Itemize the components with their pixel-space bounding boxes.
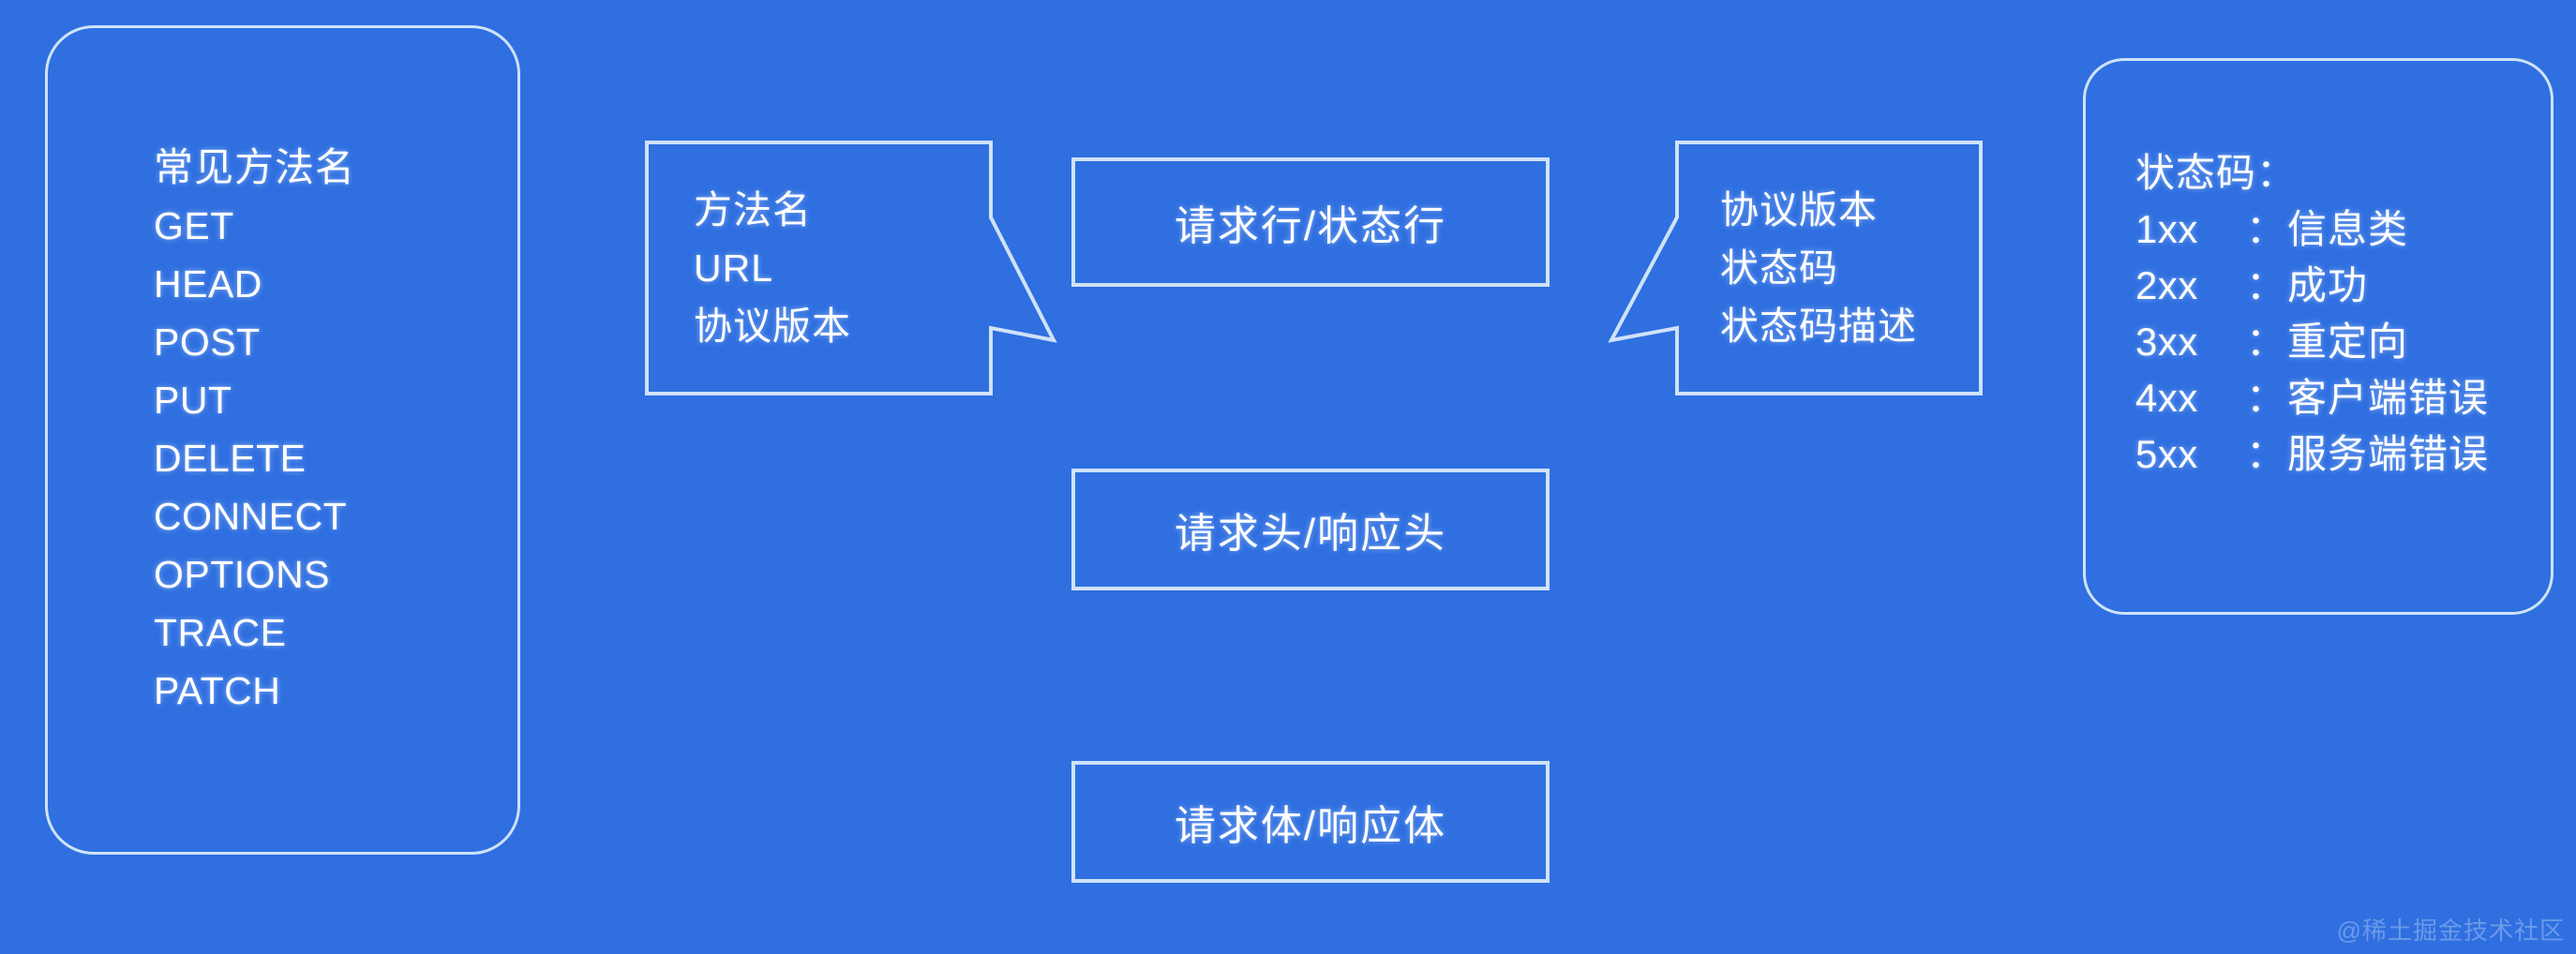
method-item-options: OPTIONS <box>154 553 331 596</box>
request-line-part-version: 协议版本 <box>694 305 851 348</box>
status-line-part-version: 协议版本 <box>1720 188 1878 231</box>
method-item-get: GET <box>154 204 234 247</box>
status-code-colon-1xx: ： <box>2246 207 2286 251</box>
status-code-value-1xx: 1xx <box>2135 207 2198 251</box>
method-item-trace: TRACE <box>154 611 287 654</box>
status-code-colon-5xx: ： <box>2246 432 2286 476</box>
status-code-row-1xx: 1xx ： 信息类 <box>2135 201 2548 258</box>
status-code-desc-5xx: 服务端错误 <box>2287 432 2490 476</box>
center-box-request-line-label: 请求行/状态行 <box>1174 203 1447 249</box>
method-item-patch: PATCH <box>154 669 281 712</box>
status-code-panel-body: 状态码： 1xx ： 信息类 2xx ： 成功 3xx ： 重定向 4xx ： … <box>2135 145 2548 483</box>
center-box-headers: 请求头/响应头 <box>1071 469 1550 590</box>
status-code-colon-3xx: ： <box>2246 320 2286 364</box>
status-code-desc-1xx: 信息类 <box>2287 207 2409 251</box>
method-item-post: POST <box>154 320 261 364</box>
status-code-desc-2xx: 成功 <box>2287 263 2369 307</box>
request-line-callout-text: 方法名 URL 协议版本 <box>694 152 994 384</box>
center-box-body: 请求体/响应体 <box>1071 761 1550 883</box>
status-code-row-4xx: 4xx ： 客户端错误 <box>2135 370 2548 426</box>
status-code-panel <box>2083 58 2554 615</box>
status-code-value-3xx: 3xx <box>2135 320 2198 364</box>
request-line-callout: 方法名 URL 协议版本 <box>645 141 1057 395</box>
method-item-head: HEAD <box>154 262 262 306</box>
status-line-part-code-desc: 状态码描述 <box>1720 305 1917 348</box>
status-code-desc-3xx: 重定向 <box>2287 320 2409 364</box>
status-code-colon-4xx: ： <box>2246 376 2286 420</box>
methods-panel-heading: 常见方法名 <box>154 145 356 189</box>
status-code-value-2xx: 2xx <box>2135 263 2198 307</box>
request-line-part-method: 方法名 <box>694 188 812 231</box>
methods-panel-body: 常见方法名 GET HEAD POST PUT DELETE CONNECT O… <box>154 139 529 720</box>
status-line-callout-outline <box>1608 141 1983 395</box>
method-item-put: PUT <box>154 379 232 422</box>
status-code-row-5xx: 5xx ： 服务端错误 <box>2135 426 2548 483</box>
method-item-connect: CONNECT <box>154 495 348 538</box>
center-box-request-line: 请求行/状态行 <box>1071 157 1550 287</box>
request-line-callout-outline <box>645 141 1057 395</box>
methods-panel <box>45 25 520 855</box>
status-line-part-code: 状态码 <box>1720 246 1838 290</box>
request-line-part-url: URL <box>694 246 774 290</box>
status-code-desc-4xx: 客户端错误 <box>2287 376 2490 420</box>
center-box-body-label: 请求体/响应体 <box>1174 803 1447 849</box>
status-line-callout: 协议版本 状态码 状态码描述 <box>1608 141 1983 395</box>
status-code-row-3xx: 3xx ： 重定向 <box>2135 314 2548 370</box>
status-code-row-2xx: 2xx ： 成功 <box>2135 258 2548 314</box>
status-code-colon-2xx: ： <box>2246 263 2286 307</box>
status-code-value-4xx: 4xx <box>2135 376 2198 420</box>
method-item-delete: DELETE <box>154 437 307 480</box>
center-box-headers-label: 请求头/响应头 <box>1174 511 1447 557</box>
status-line-callout-text: 协议版本 状态码 状态码描述 <box>1720 152 1973 384</box>
status-code-value-5xx: 5xx <box>2135 432 2198 476</box>
status-code-panel-heading: 状态码： <box>2135 151 2298 195</box>
watermark: @稀土掘金技术社区 <box>2336 917 2565 945</box>
